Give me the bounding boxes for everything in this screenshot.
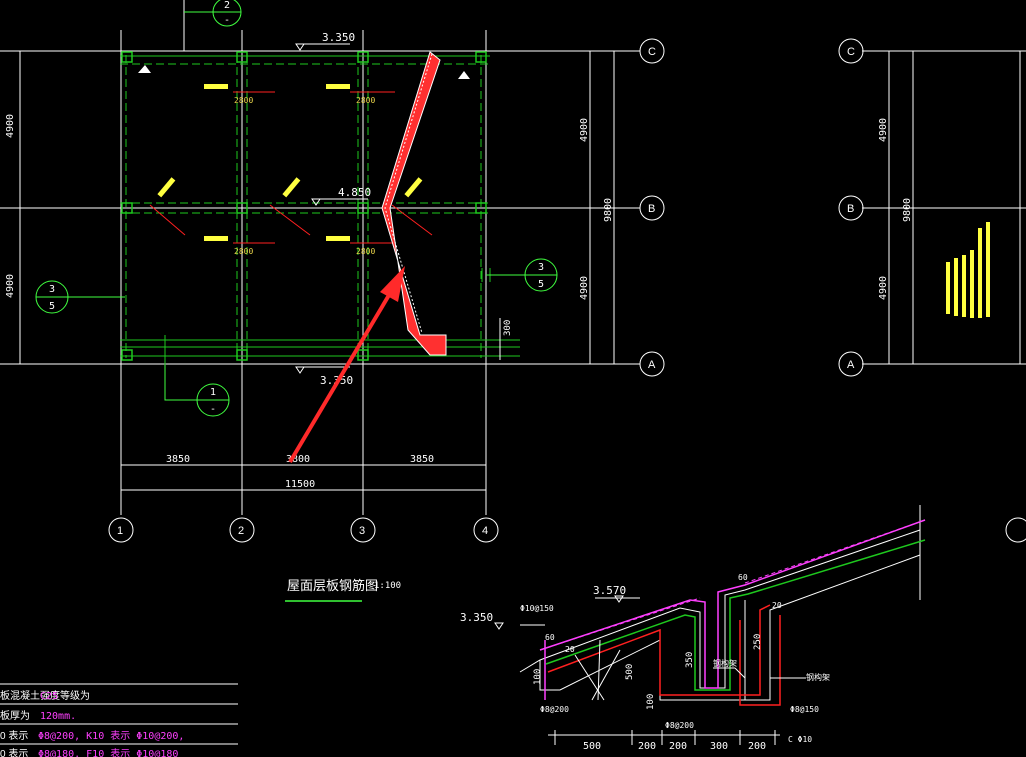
section-small-2: 20 (565, 645, 575, 654)
dim-left (15, 50, 25, 365)
dim-right-1: 4900 (579, 118, 590, 142)
note-3-value: Φ8@200, K10 表示 Φ10@200, (38, 729, 184, 742)
dim-total: 11500 (285, 479, 315, 490)
marker-triangle-icon (458, 71, 470, 79)
svg-text:3: 3 (538, 262, 544, 273)
note-4-prefix: 0 表示 (0, 747, 28, 757)
section-dim-2: 200 (638, 741, 656, 752)
svg-text:2: 2 (224, 0, 230, 11)
section-small-4: 20 (772, 601, 782, 610)
side-dim-1: 4900 (878, 118, 889, 142)
note-2-value: 120mm. (40, 711, 76, 722)
dim-left-2: 4900 (5, 274, 16, 298)
section-callout-1: 钢构架 (713, 658, 737, 668)
axis-bubble-B: B (648, 203, 655, 215)
section-label-5: C Φ10 (788, 735, 812, 744)
plan-scale: 1:100 (374, 581, 401, 591)
svg-text:5: 5 (538, 279, 544, 290)
svg-text:2800: 2800 (234, 247, 253, 256)
svg-text:1: 1 (210, 387, 216, 398)
north-marker-icon (138, 65, 151, 73)
svg-text:3.350: 3.350 (322, 31, 355, 44)
section-vdim-2: 350 (685, 652, 695, 668)
side-dim-2: 4900 (878, 276, 889, 300)
section-small-1: 60 (545, 633, 555, 642)
section-vdim-5: 100 (646, 694, 656, 710)
red-arrow-annotation (288, 266, 405, 464)
elevation-top: 3.350 (295, 31, 355, 51)
section-elev-1: 3.350 (460, 611, 493, 624)
plan-title: 屋面层板钢筋图 (287, 578, 378, 593)
dim-span-3: 3850 (410, 454, 434, 465)
section-dim-5: 200 (748, 741, 766, 752)
svg-text:2800: 2800 (356, 96, 375, 105)
section-label-2: Φ8@200 (540, 705, 569, 714)
svg-text:2800: 2800 (234, 96, 253, 105)
axis-bubble-1: 1 (117, 525, 123, 537)
dim-span-1: 3850 (166, 454, 190, 465)
beam-lines (120, 55, 520, 365)
axis-bubble-3: 3 (359, 525, 365, 537)
section-elev-2: 3.570 (593, 584, 626, 597)
note-1-prefix: 板混凝土强度等级为 (0, 689, 90, 702)
side-axis-A: A (847, 359, 855, 371)
section-label-3: Φ8@200 (665, 721, 694, 730)
side-axis-B: B (847, 203, 854, 215)
note-3-prefix: 0 表示 (0, 729, 28, 742)
rebar-marks: 2800 2800 2800 2800 (149, 84, 433, 256)
section-vdim-4: 100 (533, 669, 543, 685)
svg-text:4.850: 4.850 (338, 186, 371, 199)
grid-bubbles (108, 38, 665, 543)
section-mark-left: 3 5 (35, 280, 125, 314)
svg-text:-: - (224, 15, 230, 26)
svg-text:-: - (210, 404, 216, 415)
note-4-value: Φ8@180, F10 表示 Φ10@180 (38, 747, 178, 757)
section-label-4: Φ8@150 (790, 705, 819, 714)
note-2-prefix: 板厚为 (0, 709, 30, 722)
note-1-value: C25 (40, 691, 58, 702)
side-axis-C: C (847, 46, 855, 58)
section-vdim-1: 500 (625, 664, 635, 680)
dim-span-2: 3800 (286, 454, 310, 465)
dim-right-total: 9800 (603, 198, 614, 222)
dim-right (499, 50, 619, 365)
dim-bottom (120, 460, 487, 495)
section-label-1: Φ10@150 (520, 604, 554, 613)
elevation-middle: 4.850 (311, 186, 371, 206)
axis-bubble-4: 4 (482, 525, 488, 537)
axis-bubble-A: A (648, 359, 656, 371)
section-dim-4: 300 (710, 741, 728, 752)
axis-bubble-C: C (648, 46, 656, 58)
dim-right-2: 4900 (579, 276, 590, 300)
section-dim-1: 500 (583, 741, 601, 752)
side-dim-total: 9800 (902, 198, 913, 222)
svg-text:5: 5 (49, 301, 55, 312)
section-detail: 3.350 3.570 Φ10@150 Φ8@200 Φ8@200 Φ8@150… (460, 505, 926, 752)
section-mark-top: 2 - (184, 0, 242, 27)
notes-table: 板混凝土强度等级为 C25 板厚为 120mm. 0 表示 Φ8@200, K1… (0, 683, 238, 757)
plan-view: 2800 2800 2800 2800 3.350 4.850 (0, 0, 665, 602)
section-dim-3: 200 (669, 741, 687, 752)
columns (121, 51, 487, 361)
section-mark-right: 3 5 (486, 258, 558, 292)
dim-left-1: 4900 (5, 114, 16, 138)
side-view: C B A 4900 4900 9800 (838, 38, 1026, 543)
axis-lines (0, 0, 640, 515)
dim-right-small: 300 (503, 320, 513, 336)
svg-text:2800: 2800 (356, 247, 375, 256)
section-vdim-3: 250 (753, 634, 763, 650)
section-small-3: 60 (738, 573, 748, 582)
svg-text:3: 3 (49, 284, 55, 295)
section-mark-bottom: 1 - (164, 365, 230, 417)
axis-bubble-2: 2 (238, 525, 244, 537)
section-callout-2: 钢构架 (806, 672, 830, 682)
